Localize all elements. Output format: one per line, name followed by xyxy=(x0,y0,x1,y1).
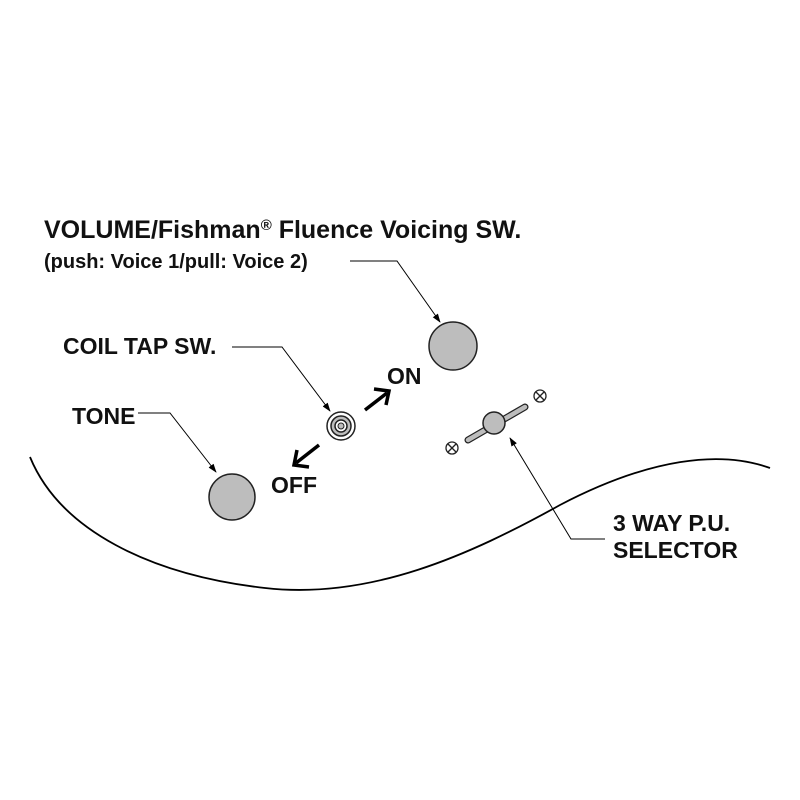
coil-tap-leader-line xyxy=(232,346,331,412)
coil-tap-switch[interactable] xyxy=(326,411,356,441)
pickup-selector-switch[interactable] xyxy=(464,403,529,444)
volume-label-text: VOLUME/Fishman xyxy=(44,216,261,244)
volume-knob[interactable] xyxy=(428,321,478,371)
volume-label-rest: Fluence Voicing SW. xyxy=(272,216,522,244)
coil-tap-switch-center xyxy=(337,422,345,430)
screw-icon xyxy=(445,441,459,455)
volume-sublabel: (push: Voice 1/pull: Voice 2) xyxy=(44,251,308,273)
off-label: OFF xyxy=(271,472,317,498)
on-label: ON xyxy=(387,363,422,389)
guitar-body-outline xyxy=(29,456,771,591)
volume-label: VOLUME/Fishman® Fluence Voicing SW. xyxy=(44,216,521,244)
off-arrow-icon xyxy=(291,443,321,469)
registered-mark: ® xyxy=(261,217,272,234)
tone-label: TONE xyxy=(72,403,135,429)
tone-leader-line xyxy=(138,412,217,473)
volume-leader-line xyxy=(350,260,441,323)
selector-label-line1: 3 WAY P.U. xyxy=(613,510,730,536)
on-arrow-icon xyxy=(363,387,392,412)
selector-knob xyxy=(482,411,506,435)
screw-icon xyxy=(533,389,547,403)
tone-knob[interactable] xyxy=(208,473,256,521)
coil-tap-label: COIL TAP SW. xyxy=(63,333,216,359)
selector-leader-line xyxy=(509,437,605,540)
selector-label-line2: SELECTOR xyxy=(613,537,738,563)
